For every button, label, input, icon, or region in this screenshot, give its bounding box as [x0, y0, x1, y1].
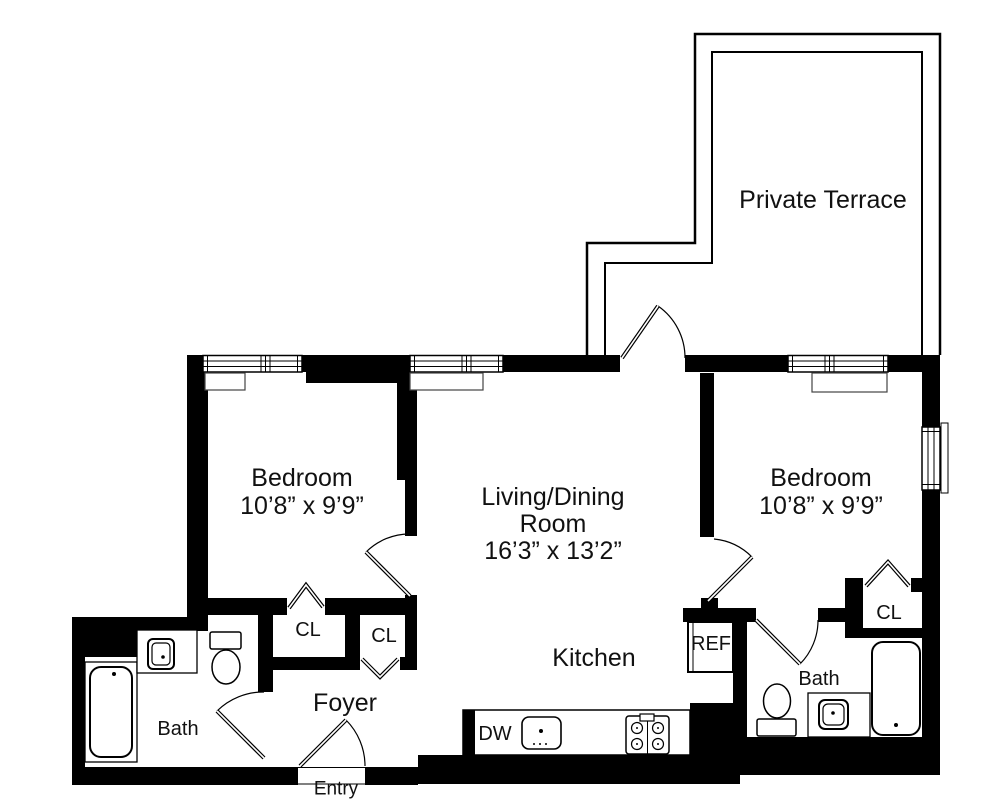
bath-left-label: Bath: [157, 718, 198, 740]
stove: [625, 713, 670, 755]
window-sills: [204, 372, 888, 393]
bath-left-door: [215, 691, 266, 760]
entry-door: [298, 718, 366, 785]
closet-label-bedroom-right: CL: [876, 602, 902, 624]
living-room-dimensions: 16’3” x 13’2”: [484, 537, 622, 565]
living-room-label-line2: Room: [520, 510, 587, 538]
bedroom-right-label: Bedroom: [770, 464, 871, 492]
closet-bifold-bedroom-right: [864, 559, 911, 588]
bathtub-left: [84, 661, 138, 763]
sink-left: [136, 629, 198, 674]
terrace-label: Private Terrace: [739, 186, 907, 214]
dishwasher-label: DW: [478, 723, 511, 745]
windows: [202, 354, 949, 494]
bath-right-label: Bath: [798, 668, 839, 690]
terrace-walls: [585, 32, 942, 355]
kitchen-counter-cap: [463, 710, 475, 755]
bath-left-fixtures: [84, 629, 242, 763]
bedroom-left-door: [364, 533, 412, 598]
entry-label: Entry: [314, 779, 359, 800]
bedroom-left-label: Bedroom: [251, 464, 352, 492]
foyer-label: Foyer: [313, 689, 377, 717]
doors: [215, 304, 911, 785]
bedroom-right-door: [706, 538, 754, 603]
living-room-label-line1: Living/Dining: [481, 483, 624, 511]
radiator-living-room: [409, 372, 484, 391]
bathtub-right: [871, 641, 921, 736]
kitchen-fixtures: [462, 621, 734, 756]
bath-right-door: [754, 618, 819, 666]
bedroom-left-dimensions: 10’8” x 9’9”: [240, 492, 364, 520]
radiator-bedroom-right: [811, 372, 888, 393]
radiator-bedroom-left: [204, 372, 246, 391]
refrigerator-label: REF: [691, 633, 731, 655]
kitchen-label: Kitchen: [552, 644, 635, 672]
bedroom-right-dimensions: 10’8” x 9’9”: [759, 492, 883, 520]
bedroom-right-window: [787, 354, 889, 373]
closet-bifold-bedroom-left: [287, 581, 325, 610]
kitchen-sink: [521, 716, 562, 750]
toilet-left: [209, 631, 242, 685]
bath-right-fixtures: [756, 641, 921, 738]
closet-label-bedroom-left: CL: [295, 619, 321, 641]
bedroom-left-window: [202, 354, 303, 373]
closet-label-foyer: CL: [371, 625, 397, 647]
closet-bifold-foyer: [360, 657, 400, 680]
sink-right: [807, 692, 871, 738]
terrace-door: [620, 304, 686, 360]
toilet-right: [756, 683, 797, 737]
bedroom-right-side-window: [921, 422, 949, 494]
refrigerator: [687, 621, 734, 673]
living-room-window: [409, 354, 504, 373]
